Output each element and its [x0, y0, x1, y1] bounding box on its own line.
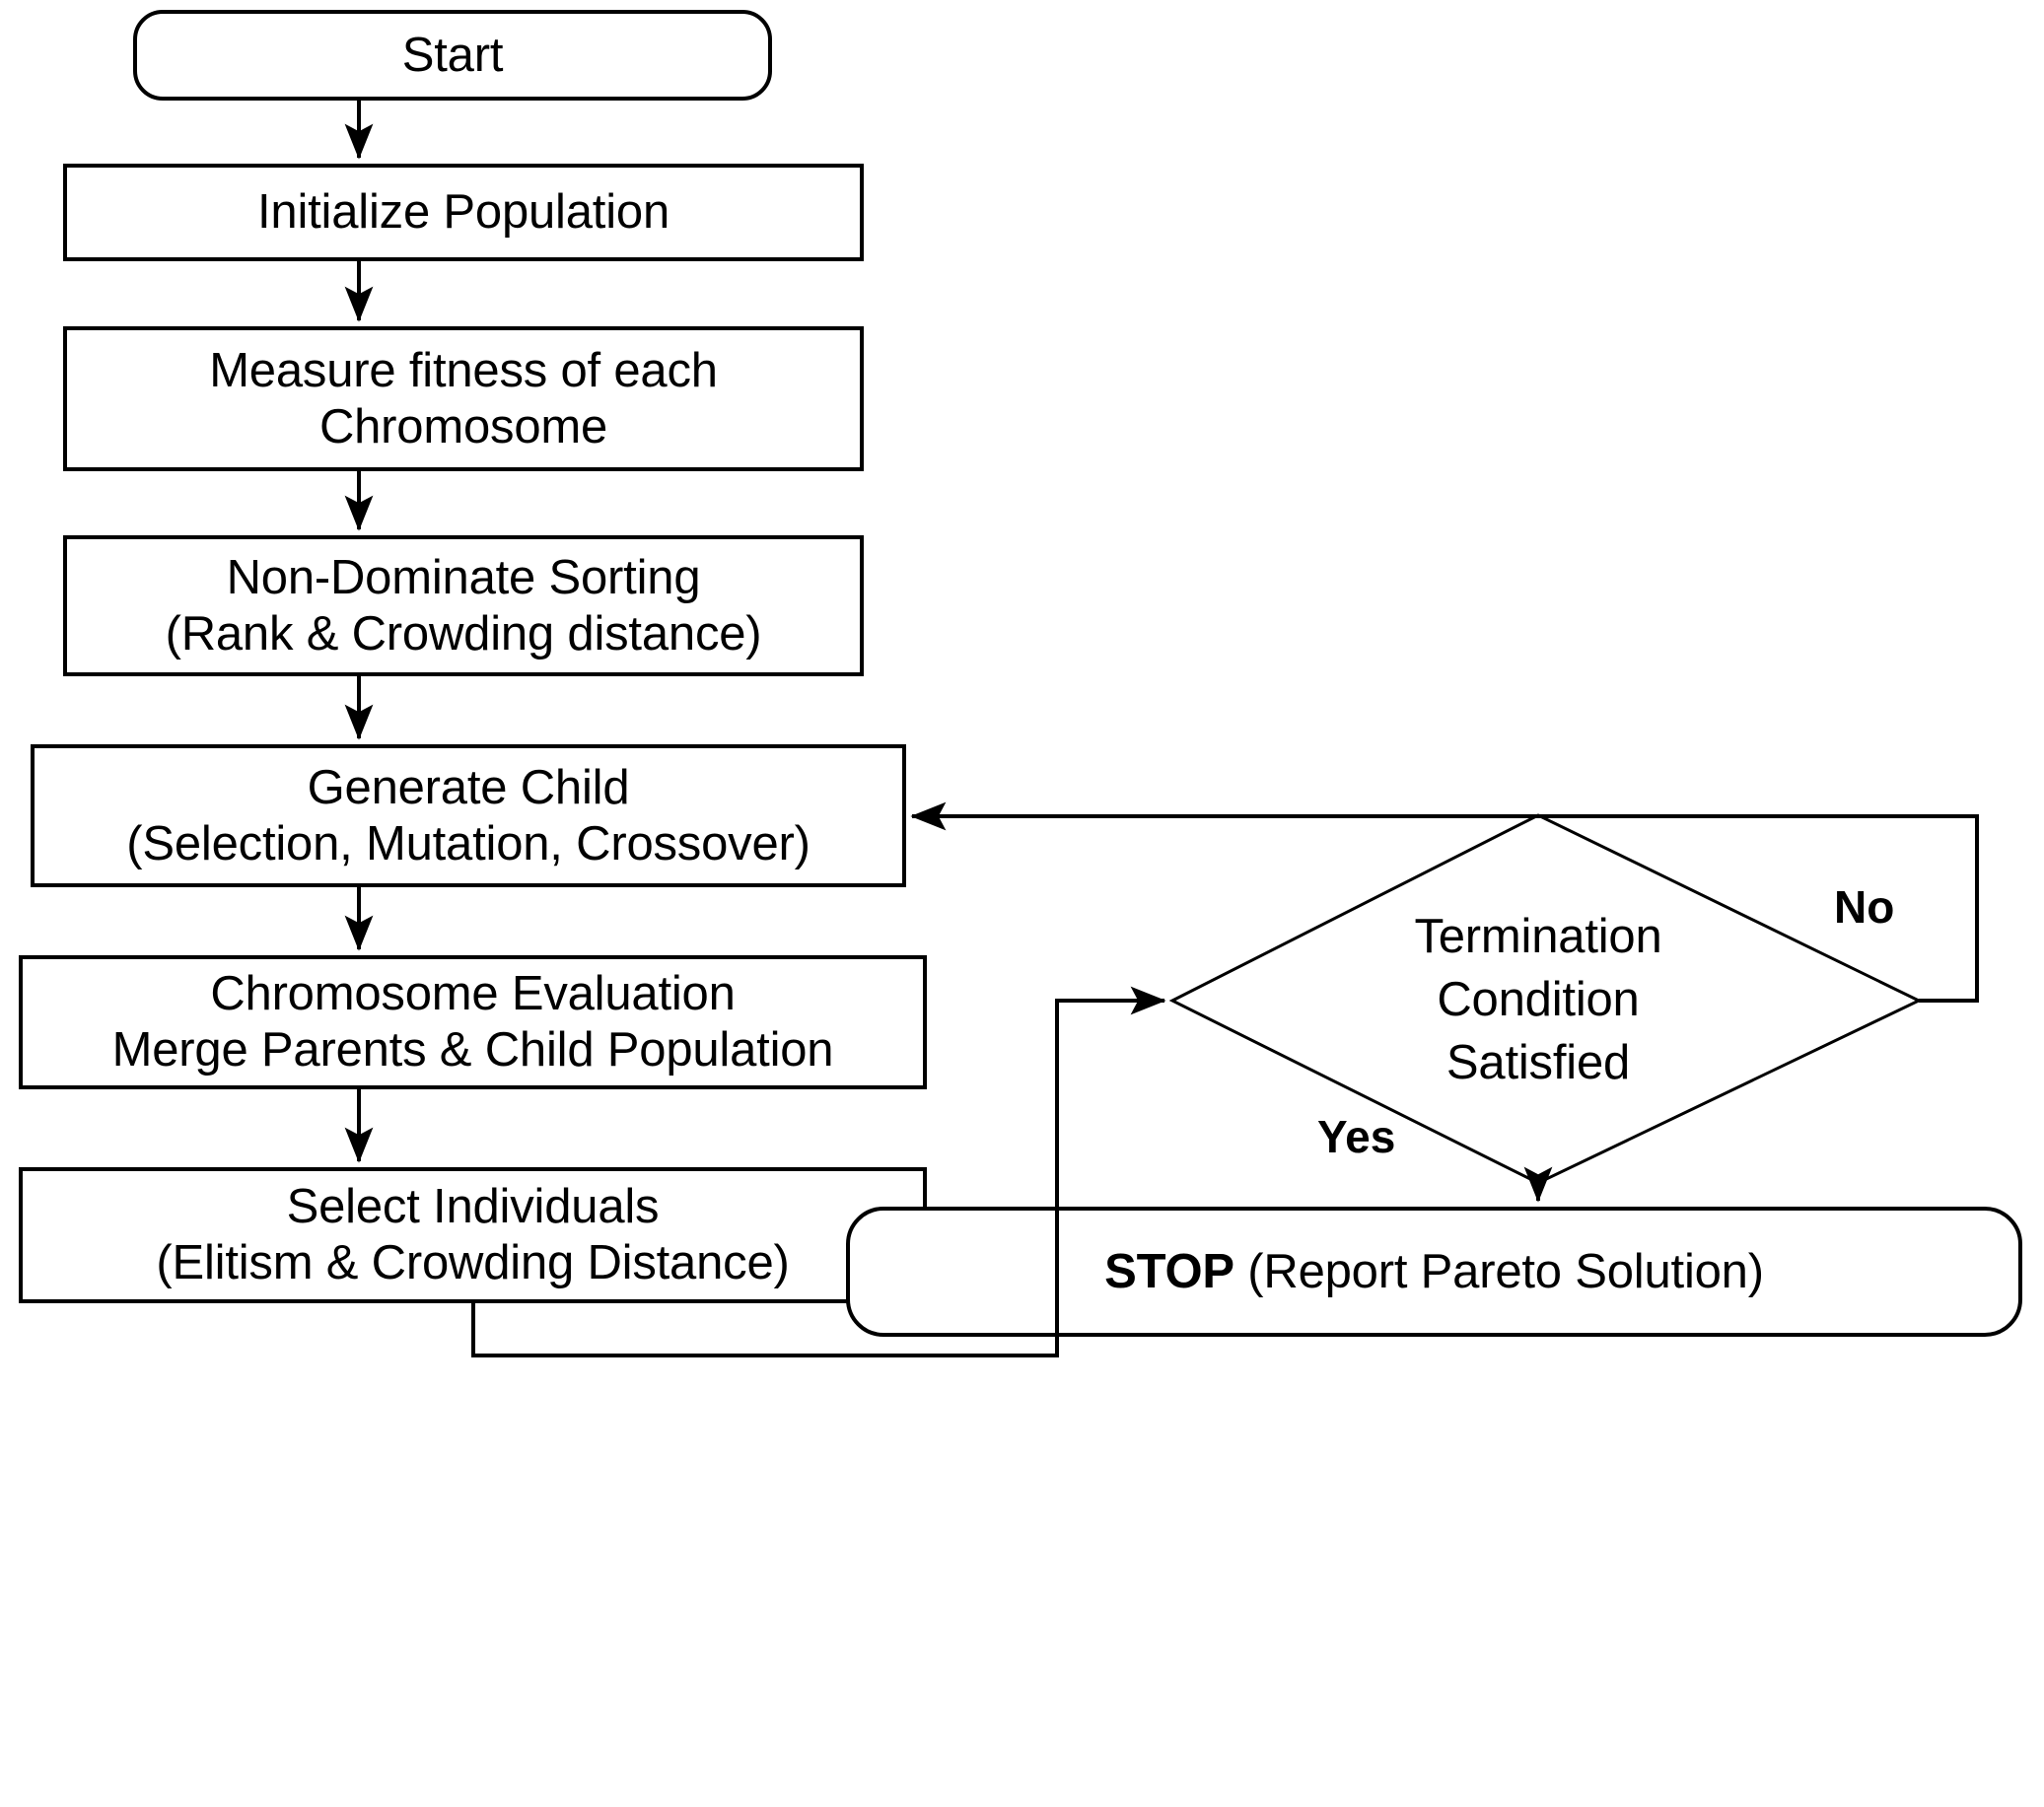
node-chromosome-evaluation-shape[interactable] — [19, 955, 927, 1089]
edge-label-no: No — [1834, 881, 1895, 933]
edge-label-yes: Yes — [1317, 1111, 1396, 1162]
node-generate-child-shape[interactable] — [31, 744, 906, 887]
node-measure-fitness-shape[interactable] — [63, 326, 864, 471]
edge-decision-no-to-generate-child — [910, 801, 1979, 1003]
node-initialize-population-shape[interactable] — [63, 164, 864, 261]
edge-select-to-decision-loop — [471, 986, 1166, 1357]
node-stop-shape[interactable] — [846, 1207, 2022, 1337]
node-non-dominate-sorting-shape[interactable] — [63, 535, 864, 676]
node-termination-decision-shape[interactable] — [1168, 813, 1923, 1185]
node-select-individuals-shape[interactable] — [19, 1167, 927, 1303]
node-start-shape[interactable] — [133, 10, 772, 101]
